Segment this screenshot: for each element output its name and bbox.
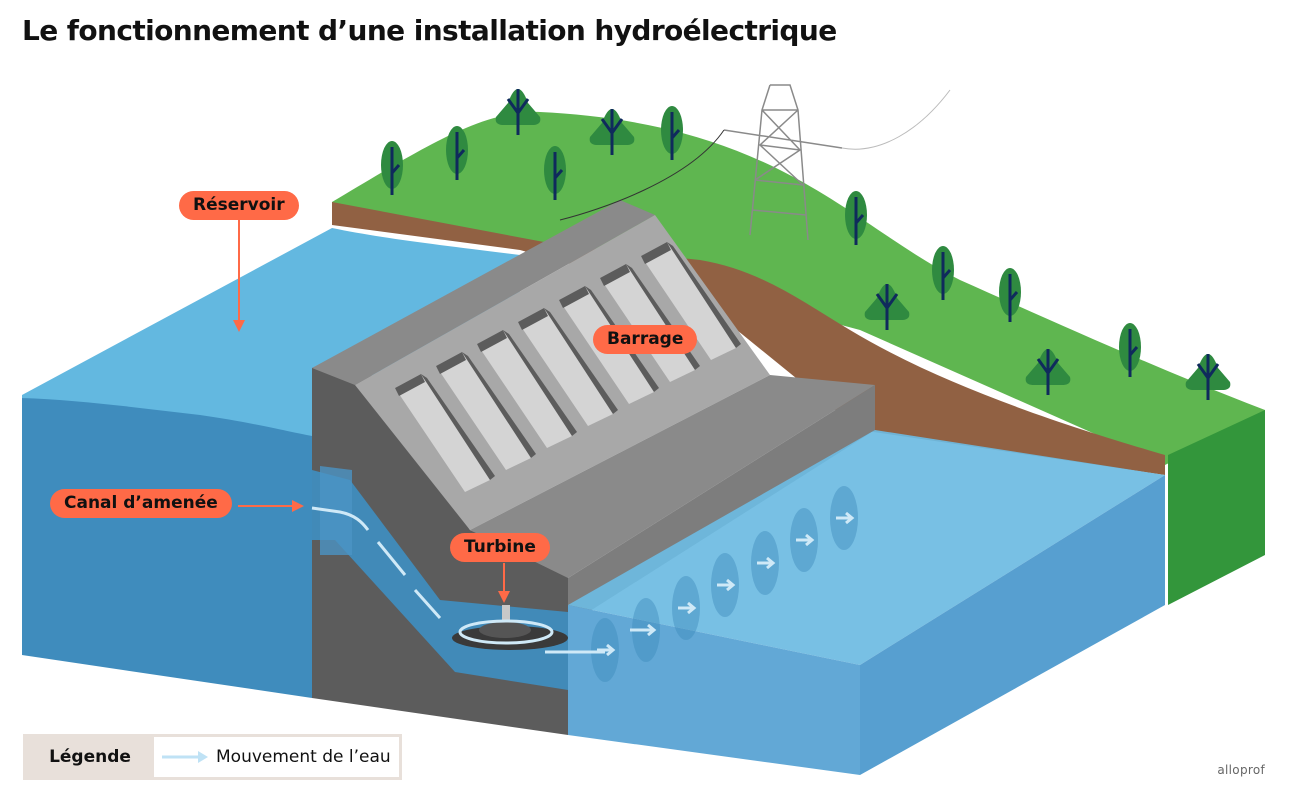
turbine-pointer-arrow-icon bbox=[498, 563, 510, 603]
tree-icon bbox=[381, 141, 403, 195]
flow-ellipse bbox=[751, 531, 779, 595]
dam-crest bbox=[312, 200, 655, 385]
flow-arrows bbox=[311, 506, 650, 654]
tree-icon bbox=[845, 191, 867, 245]
turbine-icon bbox=[452, 605, 568, 650]
reservoir-cross-section bbox=[22, 398, 312, 698]
flow-ellipse bbox=[591, 618, 619, 682]
label-reservoir: Réservoir bbox=[179, 191, 299, 220]
flow-ellipse bbox=[790, 508, 818, 572]
tree-icon bbox=[864, 284, 910, 330]
flow-ellipse bbox=[830, 486, 858, 550]
flow-ellipse bbox=[672, 576, 700, 640]
tree-icon bbox=[495, 89, 541, 135]
tree-icon bbox=[446, 126, 468, 180]
label-barrage: Barrage bbox=[593, 325, 698, 354]
spillway-channel bbox=[641, 242, 741, 360]
legend-title: Légende bbox=[26, 737, 154, 777]
spillway-channel bbox=[436, 352, 536, 470]
legend-item-label: Mouvement de l’eau bbox=[216, 747, 391, 767]
reservoir-pointer-arrow-icon bbox=[233, 220, 245, 332]
tree-icon bbox=[544, 146, 566, 200]
arrow-right-icon bbox=[162, 751, 208, 763]
legend: Légende Mouvement de l’eau bbox=[23, 734, 402, 780]
tree-icon bbox=[932, 246, 954, 300]
tree-icon bbox=[1025, 349, 1071, 395]
tree-icon bbox=[1185, 354, 1231, 400]
label-turbine: Turbine bbox=[450, 533, 550, 562]
canal-pointer-arrow-icon bbox=[238, 500, 304, 512]
tailwater-side bbox=[860, 475, 1165, 775]
transmission-pylon-icon bbox=[559, 84, 951, 241]
diagram-title: Le fonctionnement d’une installation hyd… bbox=[22, 14, 837, 47]
tree-icon bbox=[589, 109, 635, 155]
soil-layer bbox=[332, 202, 1165, 475]
tailwater-front bbox=[568, 605, 860, 775]
tree-icon bbox=[999, 268, 1021, 322]
tailwater-flow-ellipses bbox=[591, 486, 858, 682]
spillway-channel bbox=[477, 330, 577, 448]
label-canal: Canal d’amenée bbox=[50, 489, 232, 518]
tree-icon bbox=[1119, 323, 1141, 377]
spillway-channel bbox=[395, 374, 495, 492]
flow-ellipse bbox=[711, 553, 739, 617]
spillway-channel bbox=[518, 308, 618, 426]
hill-side-face bbox=[1168, 410, 1265, 605]
legend-item: Mouvement de l’eau bbox=[154, 737, 399, 777]
tailwater-top bbox=[568, 430, 1165, 665]
tree-icon bbox=[661, 106, 683, 160]
trees bbox=[381, 89, 1231, 400]
brand-logo: alloprof bbox=[1217, 763, 1265, 777]
powerhouse-top bbox=[470, 375, 875, 578]
